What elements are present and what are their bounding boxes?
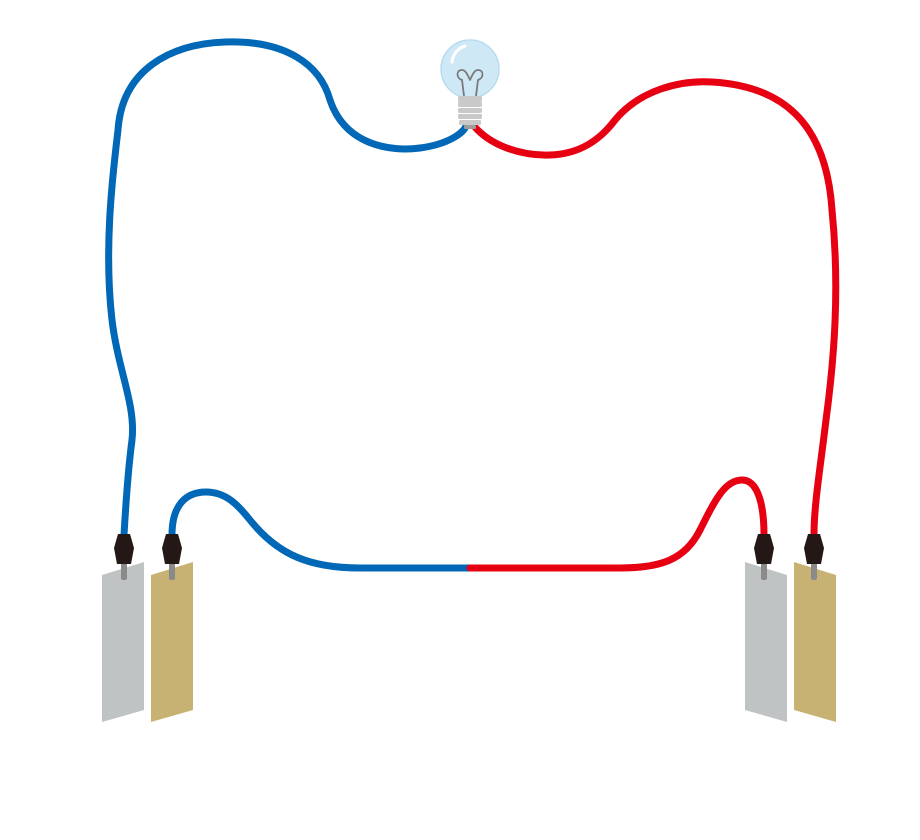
zinc-plate-right (745, 562, 787, 722)
bulb-filament (456, 69, 484, 97)
wire-left-to-bulb (105, 38, 470, 539)
bulb-highlight (450, 44, 467, 64)
right-cell (745, 534, 836, 722)
alligator-clip-left-copper (162, 534, 182, 580)
bulb-neck (458, 96, 482, 102)
copper-plate-left (151, 562, 193, 722)
wire-between-cells-blue (168, 488, 474, 572)
alligator-clip-left-zinc (114, 534, 134, 580)
left-cell (102, 534, 193, 722)
copper-plate-right (794, 562, 836, 722)
zinc-plate-left (102, 562, 144, 722)
bulb-base (458, 102, 482, 125)
alligator-clip-right-copper (804, 534, 824, 580)
bulb-glass (440, 39, 500, 99)
wire-bulb-to-right (470, 78, 840, 539)
wire-between-cells-red (466, 476, 768, 572)
alligator-clip-right-zinc (754, 534, 774, 580)
light-bulb-icon (440, 39, 500, 129)
bulb-contact (464, 125, 476, 129)
